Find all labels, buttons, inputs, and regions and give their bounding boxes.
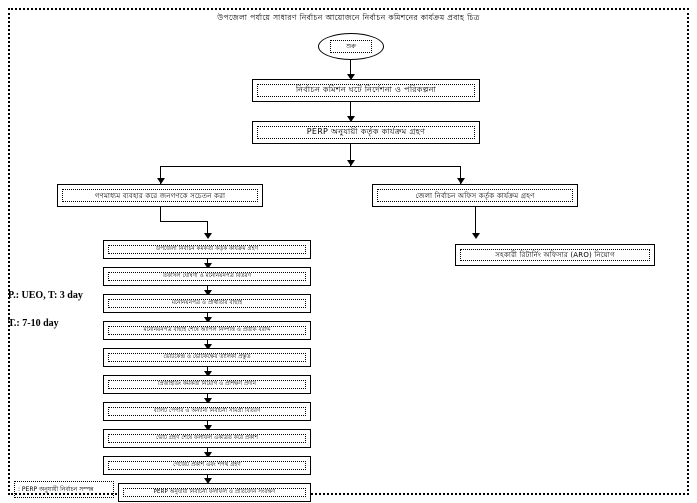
start-label: শুরু xyxy=(346,43,356,50)
arrowhead-chain-9 xyxy=(204,452,212,458)
node-election-planning[interactable]: নির্বাচন কমিশন ঘটে নির্দেশনা ও পরিকল্পনা xyxy=(252,79,480,102)
connector-chain-entry xyxy=(207,221,208,237)
node-election-planning-label: নির্বাচন কমিশন ঘটে নির্দেশনা ও পরিকল্পনা xyxy=(295,85,437,94)
start-ellipse-inner: শুরু xyxy=(329,40,373,53)
chain-node-7-inner: ব্যালট পেপার ও অন্যান্য নির্বাচনী সামগ্র… xyxy=(108,407,306,416)
arrowhead-chain-10 xyxy=(204,478,212,484)
annotation-duration: T.: 7-10 day xyxy=(8,318,59,329)
chain-node-4[interactable]: মনোনয়নপত্র বাছাই শেষে আপিল নিষ্পত্তি ও … xyxy=(103,321,311,340)
node-perp-label: PERP অনুযায়ী কর্তৃক কার্যক্রম গ্রহণ xyxy=(306,127,426,136)
chain-node-9-inner: গেজেট প্রকাশ এবং শপথ গ্রহণ xyxy=(108,461,306,470)
chain-node-1[interactable]: উপজেলা নির্বাচন কর্মকর্তা কর্তৃক কার্যক্… xyxy=(103,240,311,259)
chain-node-3-inner: মনোনয়নপত্র ও প্রার্থীতার বাছাই xyxy=(108,299,306,308)
arrowhead-left-branch xyxy=(157,178,165,184)
connector-node1-to-node2 xyxy=(350,102,351,118)
chain-node-5[interactable]: ভোটকেন্দ্র ও ভোটকক্ষের তালিকা প্রস্তুত xyxy=(103,348,311,367)
chain-node-2-inner: তফসিল ঘোষণা ও মনোনয়নপত্র বিতরণ xyxy=(108,272,306,281)
node-left-branch-label: গণমাধ্যম ব্যবহার করে জনগণকে সচেতন করা xyxy=(94,191,226,200)
chain-node-6-inner: প্রিজাইডিং কর্মকর্তা নিয়োগ ও প্রশিক্ষণ … xyxy=(108,380,306,389)
arrowhead-right-branch xyxy=(457,178,465,184)
chain-node-4-label: মনোনয়নপত্র বাছাই শেষে আপিল নিষ্পত্তি ও … xyxy=(143,326,271,333)
node-left-branch-inner: গণমাধ্যম ব্যবহার করে জনগণকে সচেতন করা xyxy=(62,189,258,202)
arrowhead-chain-3 xyxy=(204,290,212,296)
arrowhead-chain-5 xyxy=(204,344,212,350)
connector-branch-left-down xyxy=(160,166,161,184)
chain-node-10[interactable]: PERP অনুযায়ী নির্বাচনী ফলাফল ও প্রতিবেদ… xyxy=(118,483,311,502)
arrowhead-chain-4 xyxy=(204,317,212,323)
chain-node-8-inner: ভোট গ্রহণ শেষে ফলাফল একত্রিত করে প্রকাশ xyxy=(108,434,306,443)
page-title: উপজেলা পর্যায়ে সাধারণ নির্বাচন আয়োজনে … xyxy=(217,13,480,22)
chain-node-10-label: PERP অনুযায়ী নির্বাচনী ফলাফল ও প্রতিবেদ… xyxy=(153,488,276,495)
node-perp[interactable]: PERP অনুযায়ী কর্তৃক কার্যক্রম গ্রহণ xyxy=(252,121,480,144)
arrowhead-perp-split xyxy=(347,160,355,166)
chain-node-3-label: মনোনয়নপত্র ও প্রার্থীতার বাছাই xyxy=(171,299,243,306)
page-border-frame xyxy=(8,8,689,495)
node-right-branch[interactable]: জেলা নির্বাচন অফিস কর্তৃক কার্যক্রম গ্রহ… xyxy=(372,184,578,207)
connector-branch-horizontal xyxy=(160,166,460,167)
chain-node-3[interactable]: মনোনয়নপত্র ও প্রার্থীতার বাছাই xyxy=(103,294,311,313)
node-right-branch-inner: জেলা নির্বাচন অফিস কর্তৃক কার্যক্রম গ্রহ… xyxy=(377,189,573,202)
chain-node-8-label: ভোট গ্রহণ শেষে ফলাফল একত্রিত করে প্রকাশ xyxy=(156,434,258,441)
chain-node-5-inner: ভোটকেন্দ্র ও ভোটকক্ষের তালিকা প্রস্তুত xyxy=(108,353,306,362)
connector-branch-right-down xyxy=(460,166,461,184)
arrowhead-chain-8 xyxy=(204,425,212,431)
node-right-branch-label: জেলা নির্বাচন অফিস কর্তৃক কার্যক্রম গ্রহ… xyxy=(415,191,535,200)
arrowhead-chain-6 xyxy=(204,371,212,377)
node-perp-inner: PERP অনুযায়ী কর্তৃক কার্যক্রম গ্রহণ xyxy=(257,126,475,139)
node-election-planning-inner: নির্বাচন কমিশন ঘটে নির্দেশনা ও পরিকল্পনা xyxy=(257,84,475,97)
chain-node-9[interactable]: গেজেট প্রকাশ এবং শপথ গ্রহণ xyxy=(103,456,311,475)
chain-node-6-label: প্রিজাইডিং কর্মকর্তা নিয়োগ ও প্রশিক্ষণ … xyxy=(157,380,257,387)
chain-node-9-label: গেজেট প্রকাশ এবং শপথ গ্রহণ xyxy=(173,461,241,468)
chain-node-7-label: ব্যালট পেপার ও অন্যান্য নির্বাচনী সামগ্র… xyxy=(153,407,261,414)
legend-perp: : PERP অনুযায়ী নির্বাচন সম্পন্ন xyxy=(14,481,114,498)
connector-leftbranch-to-chain xyxy=(160,221,207,222)
chain-node-5-label: ভোটকেন্দ্র ও ভোটকক্ষের তালিকা প্রস্তুত xyxy=(163,353,251,360)
legend-perp-label: : PERP অনুযায়ী নির্বাচন সম্পন্ন xyxy=(18,486,94,493)
node-aro-label: সহকারী রিটার্নিং অফিসার (ARO) নিয়োগ xyxy=(495,251,615,259)
node-aro-inner: সহকারী রিটার্নিং অফিসার (ARO) নিয়োগ xyxy=(460,249,650,261)
connector-leftbranch-down xyxy=(160,207,161,221)
arrowhead-chain-2 xyxy=(204,263,212,269)
arrowhead-chain-7 xyxy=(204,398,212,404)
arrowhead-node1 xyxy=(347,74,355,80)
node-left-branch[interactable]: গণমাধ্যম ব্যবহার করে জনগণকে সচেতন করা xyxy=(57,184,263,207)
connector-rightbranch-down xyxy=(475,207,476,237)
chain-node-8[interactable]: ভোট গ্রহণ শেষে ফলাফল একত্রিত করে প্রকাশ xyxy=(103,429,311,448)
chain-node-1-label: উপজেলা নির্বাচন কর্মকর্তা কর্তৃক কার্যক্… xyxy=(155,245,259,252)
start-ellipse[interactable]: শুরু xyxy=(318,33,384,60)
connector-perp-down xyxy=(350,144,351,166)
arrowhead-chain-entry xyxy=(204,233,212,239)
chain-node-7[interactable]: ব্যালট পেপার ও অন্যান্য নির্বাচনী সামগ্র… xyxy=(103,402,311,421)
connector-start-to-node1 xyxy=(350,60,351,76)
chain-node-4-inner: মনোনয়নপত্র বাছাই শেষে আপিল নিষ্পত্তি ও … xyxy=(108,326,306,335)
arrowhead-node2 xyxy=(347,116,355,122)
chain-node-1-inner: উপজেলা নির্বাচন কর্মকর্তা কর্তৃক কার্যক্… xyxy=(108,245,306,254)
arrowhead-aro xyxy=(472,233,480,239)
chain-node-2-label: তফসিল ঘোষণা ও মনোনয়নপত্র বিতরণ xyxy=(162,272,252,279)
annotation-ueo: P.: UEO, T: 3 day xyxy=(8,290,83,301)
chain-node-6[interactable]: প্রিজাইডিং কর্মকর্তা নিয়োগ ও প্রশিক্ষণ … xyxy=(103,375,311,394)
chain-node-10-inner: PERP অনুযায়ী নির্বাচনী ফলাফল ও প্রতিবেদ… xyxy=(123,488,306,497)
node-aro[interactable]: সহকারী রিটার্নিং অফিসার (ARO) নিয়োগ xyxy=(455,244,655,266)
chain-node-2[interactable]: তফসিল ঘোষণা ও মনোনয়নপত্র বিতরণ xyxy=(103,267,311,286)
